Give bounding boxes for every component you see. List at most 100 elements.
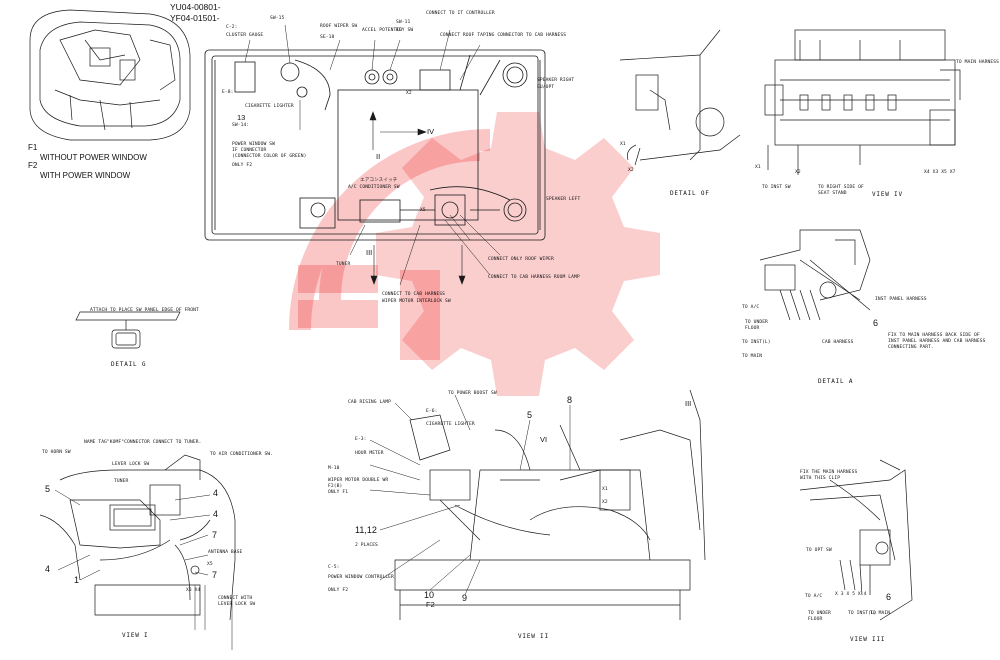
- view-iv-drawing: [764, 29, 961, 175]
- label-accel-potentio: ACCEL POTENTIO: [362, 28, 403, 33]
- label-m10: M-10: [328, 466, 340, 471]
- instrument-panel-drawing: [204, 49, 546, 241]
- label-to-ac-sw: TO AIR CONDITIONER SW.: [210, 452, 274, 457]
- legend-code-f2: F2: [28, 161, 38, 170]
- label-to-main-harness: TO MAIN HARNESS: [956, 60, 999, 65]
- ref-vii-11-12: 11,12: [355, 525, 377, 535]
- label-inst-panel-harness: INST PANEL HARNESS: [875, 297, 927, 302]
- caption-detail-a: DETAIL A: [818, 378, 854, 385]
- label-key-sw: KEY SW: [396, 28, 414, 33]
- label-wiper-motor: WIPER MOTOR DOUBLE WR: [328, 478, 389, 483]
- label-viii-to-ac: TO A/C: [805, 594, 823, 599]
- label-detail-of-x1: X1: [620, 142, 626, 147]
- label-connect-only-roof-wiper: CONNECT ONLY ROOF WIPER: [488, 257, 554, 262]
- label-speaker-right: SPEAKER RIGHT: [537, 78, 575, 83]
- label-detail-of-x2: X2: [628, 168, 634, 173]
- part-number-1: YU04-00801-: [170, 2, 221, 12]
- label-seat-stand: SEAT STAND: [818, 191, 847, 196]
- caption-view-i: VIEW I: [122, 632, 149, 639]
- label-e8: E-8:: [222, 90, 234, 95]
- caption-view-iii: VIEW III: [850, 636, 886, 643]
- ref-vi-1: 1: [74, 575, 80, 585]
- label-da-floor: FLOOR: [745, 326, 760, 331]
- label-wiper-interlock: WIPER MOTOR INTERLOCK SW: [382, 299, 451, 304]
- label-x2: X2: [406, 91, 412, 96]
- view-arrows: [369, 111, 466, 285]
- label-to-horn-sw: TO HORN SW: [42, 450, 71, 455]
- legend-text-f1: WITHOUT POWER WINDOW: [40, 153, 147, 162]
- label-pw-controller: POWER WINDOW CONTROLLER: [328, 575, 394, 580]
- ref-vii-9: 9: [462, 593, 468, 603]
- label-da-to-ac: TO A/C: [742, 305, 760, 310]
- label-to-power-boost: TO POWER BOOST SW: [448, 391, 497, 396]
- detail-g-drawing: [75, 311, 181, 349]
- label-vii-x2: X2: [602, 500, 608, 505]
- label-viii-to-under: TO UNDER: [808, 611, 831, 616]
- label-sw14: SW-14:: [232, 123, 250, 128]
- label-view-iv-xlist: X4 X3 X5 X7: [924, 170, 956, 175]
- label-da-to-under: TO UNDER: [745, 320, 768, 325]
- caption-view-ii: VIEW II: [518, 633, 549, 640]
- label-ac-sw: A/C CONDITIONER SW: [348, 185, 400, 190]
- label-connect-with: CONNECT WITH: [218, 596, 253, 601]
- ref-vi-5: 5: [45, 484, 51, 494]
- detail-a-drawing: [759, 229, 871, 321]
- label-connect-it-controller: CONNECT TO IT CONTROLLER: [426, 11, 495, 16]
- watermark-bars: [298, 265, 440, 360]
- label-to-inst-sw: TO INST SW: [762, 185, 791, 190]
- label-vii-f2: F2(B): [328, 484, 343, 489]
- ref-vii-10: 10: [424, 590, 435, 600]
- label-speaker-left: SPEAKER LEFT: [546, 197, 581, 202]
- ref-vii-f2: F2: [426, 600, 435, 609]
- ref-da-6: 6: [873, 318, 879, 328]
- label-jp-ac: エアコンスイッチ: [360, 178, 398, 183]
- label-power-window-sw: POWER WINDOW SW: [232, 142, 275, 147]
- label-connect-roof-taping: CONNECT ROOF TAPING CONNECTOR TO CAB HAR…: [440, 33, 567, 38]
- ref-vi-4c: 4: [45, 564, 51, 574]
- label-antenna-base: ANTENNA BASE: [208, 550, 243, 555]
- label-viii-floor: FLOOR: [808, 617, 823, 622]
- label-vii-x1: X1: [602, 487, 608, 492]
- label-da-cab-harness: CAB HARNESS: [822, 340, 854, 345]
- label-connect-room-lamp: CONNECT TO CAB HARNESS ROOM LAMP: [488, 275, 580, 280]
- label-vi-tuner: TUNER: [114, 479, 129, 484]
- ref-viii-6: 6: [886, 592, 892, 602]
- label-viii-to-inst-l: TO INST(L): [848, 611, 877, 616]
- label-lever-lock-sw: LEVER LOCK SW: [112, 462, 150, 467]
- detail-of-drawing: [619, 29, 741, 166]
- label-vi-x5: X5: [207, 562, 213, 567]
- label-da-fix-3: CONNECTING PART.: [888, 345, 934, 350]
- label-cig-lighter-ii: CIGARETTE LIGHTER: [426, 422, 475, 427]
- label-da-to-main: TO MAIN: [742, 354, 763, 359]
- legend-code-f1: F1: [28, 143, 38, 152]
- caption-detail-of: DETAIL OF: [670, 190, 710, 197]
- label-se18: SE-18: [320, 35, 335, 40]
- ref-13: 13: [237, 113, 246, 122]
- label-e6: E-6:: [426, 409, 438, 414]
- view-iii-drawing: [799, 459, 913, 621]
- label-cluster-gauge: CLUSTER GAUGE: [226, 33, 264, 38]
- label-viii-xlist: X 3 X 5 X 4: [835, 592, 867, 597]
- label-c5: C-5:: [328, 565, 340, 570]
- label-with-clip: WITH THIS CLIP: [800, 476, 841, 481]
- panel-leader-lines: [244, 24, 501, 286]
- label-fix-main-harness: FIX THE MAIN HARNESS: [800, 470, 858, 475]
- view-ii-drawing: [394, 389, 706, 620]
- label-lever-lock-sw2: LEVER LOCK SW: [218, 602, 256, 607]
- cab-3d-sketch: [29, 9, 191, 141]
- label-sw11: SW-11: [396, 20, 411, 25]
- label-to-opt-sw: TO OPT SW: [806, 548, 832, 553]
- label-roof-wiper-sw: ROOF WIPER SW: [320, 24, 358, 29]
- label-only-f2: ONLY F2: [232, 163, 253, 168]
- ref-vi-7b: 7: [212, 570, 218, 580]
- label-da-fix-1: FIX TO MAIN HARNESS BACK SIDE OF: [888, 333, 980, 338]
- label-vii-only-f2: ONLY F2: [328, 588, 349, 593]
- view-i-leaders: [54, 489, 233, 650]
- label-tuner: TUNER: [336, 262, 351, 267]
- ref-vii-vi: VI: [540, 435, 548, 444]
- ref-vi-4a: 4: [213, 488, 219, 498]
- part-number-2: YF04-01501-: [170, 13, 220, 23]
- ref-vii-5: 5: [527, 410, 533, 420]
- label-c2: C-2:: [226, 25, 238, 30]
